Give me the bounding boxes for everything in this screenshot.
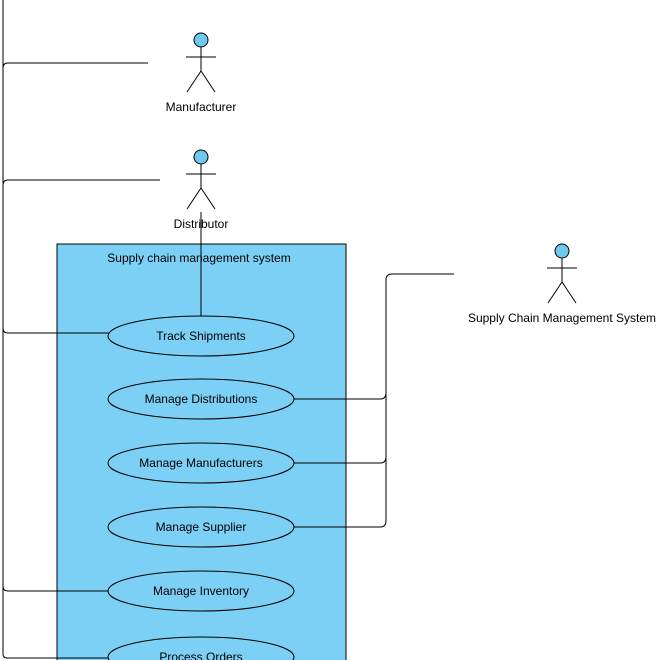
actor-body bbox=[186, 47, 216, 93]
actor-label-manufacturer: Manufacturer bbox=[166, 100, 237, 114]
actor-distributor[interactable] bbox=[186, 149, 216, 210]
actor-head bbox=[193, 149, 209, 165]
actor-supply-chain-management-system[interactable] bbox=[547, 243, 577, 304]
use-case-manage-inventory[interactable]: Manage Inventory bbox=[107, 570, 295, 612]
use-case-manage-manufacturers[interactable]: Manage Manufacturers bbox=[107, 442, 295, 484]
actor-body bbox=[186, 164, 216, 210]
connector-trunk bbox=[2, 0, 110, 659]
use-case-label: Manage Manufacturers bbox=[139, 456, 262, 470]
system-title: Supply chain management system bbox=[107, 251, 290, 265]
use-case-manage-supplier[interactable]: Manage Supplier bbox=[107, 506, 295, 548]
actor-head bbox=[193, 32, 209, 48]
connector-track-shipments bbox=[2, 327, 110, 334]
use-case-label: Process Orders bbox=[159, 650, 242, 660]
connector-manufacturer bbox=[2, 62, 148, 69]
actor-label-scms: Supply Chain Management System bbox=[468, 311, 656, 325]
use-case-label: Manage Distributions bbox=[145, 392, 258, 406]
use-case-label: Manage Supplier bbox=[156, 520, 247, 534]
actor-label-distributor: Distributor bbox=[174, 217, 229, 231]
use-case-manage-distributions[interactable]: Manage Distributions bbox=[107, 378, 295, 420]
actor-head bbox=[554, 243, 570, 259]
connector-distributor bbox=[2, 179, 160, 186]
use-case-track-shipments[interactable]: Track Shipments bbox=[107, 315, 295, 357]
actor-body bbox=[547, 258, 577, 304]
connectors bbox=[2, 0, 454, 659]
connector-scms bbox=[294, 273, 454, 528]
use-case-label: Manage Inventory bbox=[153, 584, 249, 598]
connector-scms-manufacturers bbox=[294, 456, 387, 464]
use-case-label: Track Shipments bbox=[156, 329, 246, 343]
actor-manufacturer[interactable] bbox=[186, 32, 216, 93]
connector-scms-distributions bbox=[294, 392, 387, 400]
use-case-process-orders[interactable]: Process Orders bbox=[107, 636, 295, 660]
connector-manage-inventory bbox=[2, 585, 110, 592]
